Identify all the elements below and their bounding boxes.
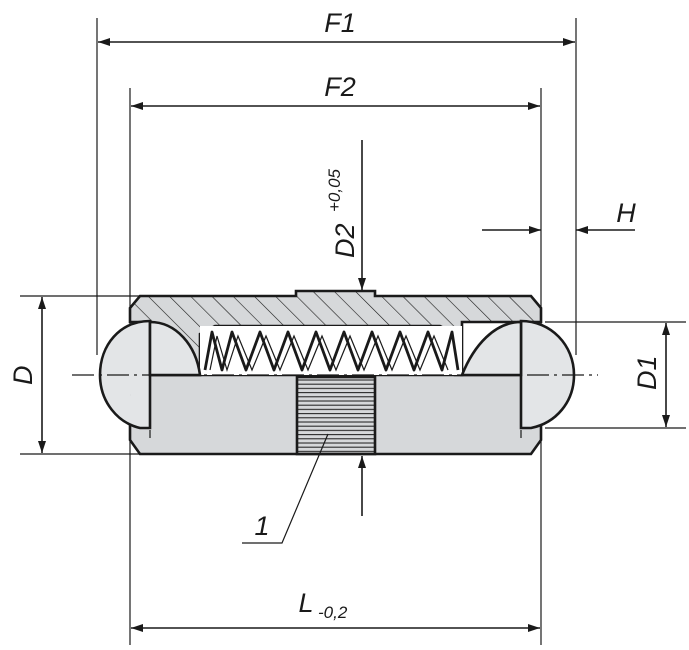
right-ball-cap bbox=[460, 320, 523, 377]
dimension-h: H bbox=[482, 198, 636, 234]
dim-label-l-tolerance: -0,2 bbox=[318, 603, 348, 622]
part-label-1: 1 bbox=[254, 511, 269, 541]
dim-label-f2: F2 bbox=[324, 72, 356, 102]
dim-label-l: L bbox=[298, 588, 313, 618]
dim-label-d2-tolerance: +0,05 bbox=[325, 168, 344, 212]
dim-label-f1: F1 bbox=[324, 8, 356, 38]
dimension-f2: F2 bbox=[131, 72, 540, 110]
dim-label-h: H bbox=[616, 198, 636, 228]
ball-plunger-body bbox=[98, 289, 576, 456]
dimension-d1: D1 bbox=[632, 323, 670, 427]
dimension-d: D bbox=[8, 297, 46, 453]
dim-label-d2: D2 bbox=[330, 223, 360, 258]
dim-label-d1: D1 bbox=[632, 355, 662, 390]
dimension-f1: F1 bbox=[98, 8, 575, 46]
compression-spring bbox=[203, 330, 460, 372]
part-callout-1: 1 bbox=[242, 433, 329, 544]
knurled-insert bbox=[295, 375, 377, 456]
dim-label-d: D bbox=[8, 366, 38, 386]
dimension-l: L -0,2 bbox=[131, 588, 540, 632]
left-ball-cap bbox=[148, 320, 202, 377]
dimension-d2: D2 +0,05 bbox=[325, 140, 366, 516]
